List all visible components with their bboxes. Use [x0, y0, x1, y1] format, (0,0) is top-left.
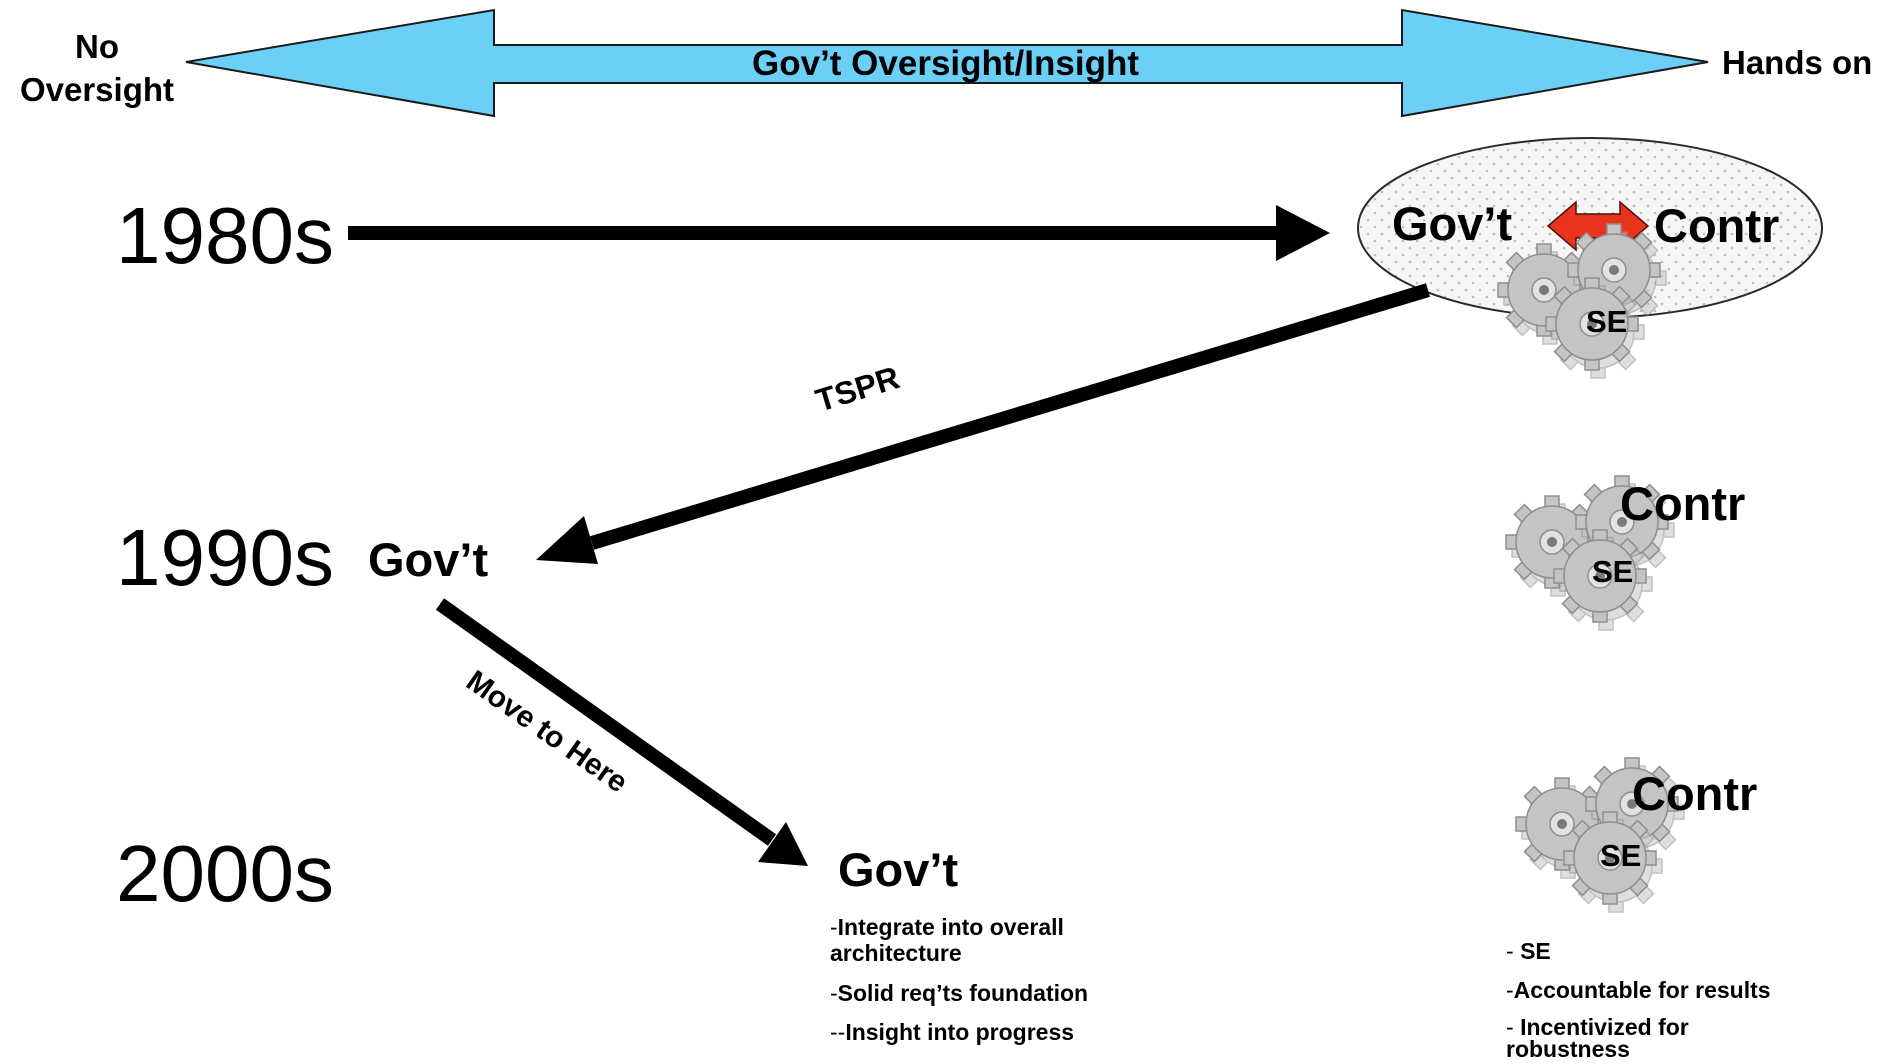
contr-2000s: Contr — [1632, 767, 1758, 820]
gov-note: -Solid req’ts foundation — [830, 979, 1089, 1006]
hands-on-label: Hands on — [1722, 44, 1873, 81]
contr-1980s: Contr — [1654, 199, 1780, 252]
arrow-move-head — [758, 822, 808, 866]
decade-1980s: 1980s — [116, 191, 334, 280]
decade-2000s: 2000s — [116, 829, 334, 918]
arrow-move — [435, 598, 777, 846]
gov-1980s: Gov’t — [1392, 197, 1513, 250]
arrow-1980s-head — [1276, 205, 1330, 261]
arrow-tspr — [589, 283, 1431, 550]
no-oversight-label: No Oversight — [19, 28, 175, 108]
se-1980s: SE — [1586, 304, 1628, 339]
decade-1990s: 1990s — [116, 513, 334, 602]
contr-note: - SE — [1506, 938, 1551, 964]
arrow-tspr-head — [536, 516, 598, 564]
contr-notes: - SE -Accountable for results - Incentiv… — [1506, 938, 1836, 1064]
gov-1990s: Gov’t — [368, 533, 489, 586]
gov-notes: -Integrate into overall architecture -So… — [830, 914, 1150, 1059]
contr-note: - Incentivized for robustness — [1506, 1013, 1689, 1062]
scale-arrow-label: Gov’t Oversight/Insight — [752, 44, 1139, 83]
oversight-scale-arrow — [185, 8, 1709, 118]
contr-note: -Accountable for results — [1506, 977, 1771, 1004]
gov-note: --Insight into progress — [830, 1019, 1075, 1046]
se-1990s: SE — [1592, 554, 1634, 589]
gov-2000s: Gov’t — [838, 843, 959, 896]
contr-1990s: Contr — [1620, 477, 1746, 530]
se-2000s: SE — [1600, 838, 1642, 873]
gov-note: -Integrate into overall architecture — [830, 914, 1064, 967]
